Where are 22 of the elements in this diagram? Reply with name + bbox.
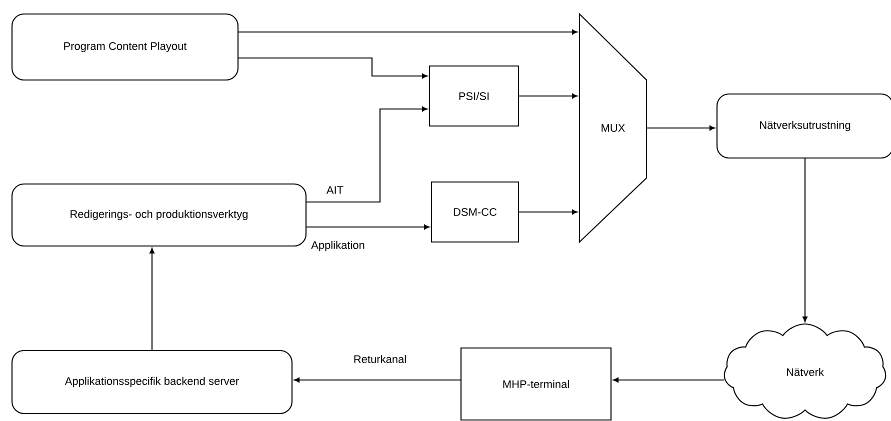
arrow (613, 377, 724, 383)
process-box: MHP-terminal (460, 347, 612, 421)
edge-label: Applikation (310, 240, 366, 252)
process-box: Nätverksutrustning (716, 93, 891, 159)
edge-label: Returkanal (352, 354, 408, 364)
arrow (519, 209, 578, 215)
edge-label: AIT (325, 185, 345, 195)
arrow (306, 224, 430, 230)
arrow (294, 377, 460, 383)
arrow (519, 93, 578, 99)
arrow (647, 125, 715, 131)
arrow (149, 248, 155, 350)
process-box: PSI/SI (428, 65, 520, 127)
process-box: Redigerings- och produktionsverktyg (11, 183, 307, 247)
process-box: DSM-CC (430, 181, 520, 243)
network-cloud: Nätverk (724, 323, 886, 419)
process-box: Applikationsspecifik backend server (11, 350, 293, 414)
arrow (306, 106, 428, 203)
arrow (238, 57, 428, 79)
arrow (802, 158, 808, 322)
arrow (238, 29, 578, 35)
process-box: Program Content Playout (11, 13, 239, 81)
